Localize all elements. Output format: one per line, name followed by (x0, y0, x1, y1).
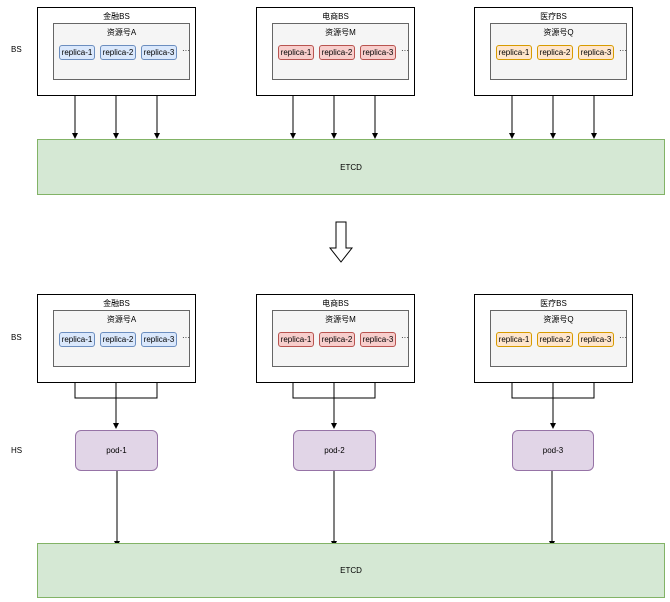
bs-box-medical: 医疗BS 资源号Q replica-1 replica-2 replica-3 … (474, 7, 633, 96)
replica-box: replica-3 (141, 332, 177, 347)
resource-box: 资源号M replica-1 replica-2 replica-3 ··· (272, 310, 409, 367)
bs-title: 电商BS (322, 299, 349, 308)
pod-box: pod-3 (512, 430, 594, 471)
resource-title: 资源号A (106, 28, 137, 37)
row-label-bs-top: BS (11, 45, 22, 54)
resource-title: 资源号A (106, 315, 137, 324)
pod-box: pod-2 (293, 430, 376, 471)
resource-title: 资源号M (325, 28, 356, 37)
bs-box-finance: 金融BS 资源号A replica-1 replica-2 replica-3 … (37, 7, 196, 96)
replica-box: replica-3 (360, 332, 396, 347)
resource-title: 资源号M (325, 315, 356, 324)
resource-box: 资源号Q replica-1 replica-2 replica-3 ··· (490, 23, 627, 80)
resource-box: 资源号A replica-1 replica-2 replica-3 ··· (53, 23, 190, 80)
replica-box: replica-2 (319, 45, 355, 60)
more-ellipsis: ··· (401, 333, 409, 342)
bs-title: 医疗BS (540, 299, 567, 308)
bs-box-ecommerce: 电商BS 资源号M replica-1 replica-2 replica-3 … (256, 7, 415, 96)
replica-box: replica-1 (278, 45, 314, 60)
replica-box: replica-1 (496, 332, 532, 347)
replica-box: replica-3 (141, 45, 177, 60)
bs-title: 电商BS (322, 12, 349, 21)
bs-box-ecommerce: 电商BS 资源号M replica-1 replica-2 replica-3 … (256, 294, 415, 383)
replica-box: replica-1 (59, 45, 95, 60)
replica-box: replica-3 (578, 332, 614, 347)
replica-box: replica-2 (100, 332, 136, 347)
resource-title: 资源号Q (543, 28, 574, 37)
replica-box: replica-1 (496, 45, 532, 60)
more-ellipsis: ··· (182, 46, 190, 55)
bs-title: 金融BS (103, 299, 130, 308)
more-ellipsis: ··· (401, 46, 409, 55)
replica-box: replica-2 (537, 45, 573, 60)
resource-box: 资源号Q replica-1 replica-2 replica-3 ··· (490, 310, 627, 367)
replica-box: replica-1 (278, 332, 314, 347)
replica-box: replica-2 (537, 332, 573, 347)
resource-title: 资源号Q (543, 315, 574, 324)
more-ellipsis: ··· (182, 333, 190, 342)
replica-box: replica-2 (319, 332, 355, 347)
etcd-box-top: ETCD (37, 139, 665, 195)
replica-box: replica-3 (578, 45, 614, 60)
bs-box-finance: 金融BS 资源号A replica-1 replica-2 replica-3 … (37, 294, 196, 383)
transition-arrow (328, 221, 354, 263)
etcd-box-bottom: ETCD (37, 543, 665, 598)
pod-arrows (114, 471, 555, 547)
resource-box: 资源号M replica-1 replica-2 replica-3 ··· (272, 23, 409, 80)
bs-title: 金融BS (103, 12, 130, 21)
resource-box: 资源号A replica-1 replica-2 replica-3 ··· (53, 310, 190, 367)
bs-title: 医疗BS (540, 12, 567, 21)
replica-box: replica-1 (59, 332, 95, 347)
pod-box: pod-1 (75, 430, 158, 471)
replica-box: replica-2 (100, 45, 136, 60)
row-label-hs: HS (11, 446, 23, 455)
more-ellipsis: ··· (619, 46, 627, 55)
more-ellipsis: ··· (619, 333, 627, 342)
replica-box: replica-3 (360, 45, 396, 60)
row-label-bs-bottom: BS (11, 333, 22, 342)
bs-box-medical: 医疗BS 资源号Q replica-1 replica-2 replica-3 … (474, 294, 633, 383)
